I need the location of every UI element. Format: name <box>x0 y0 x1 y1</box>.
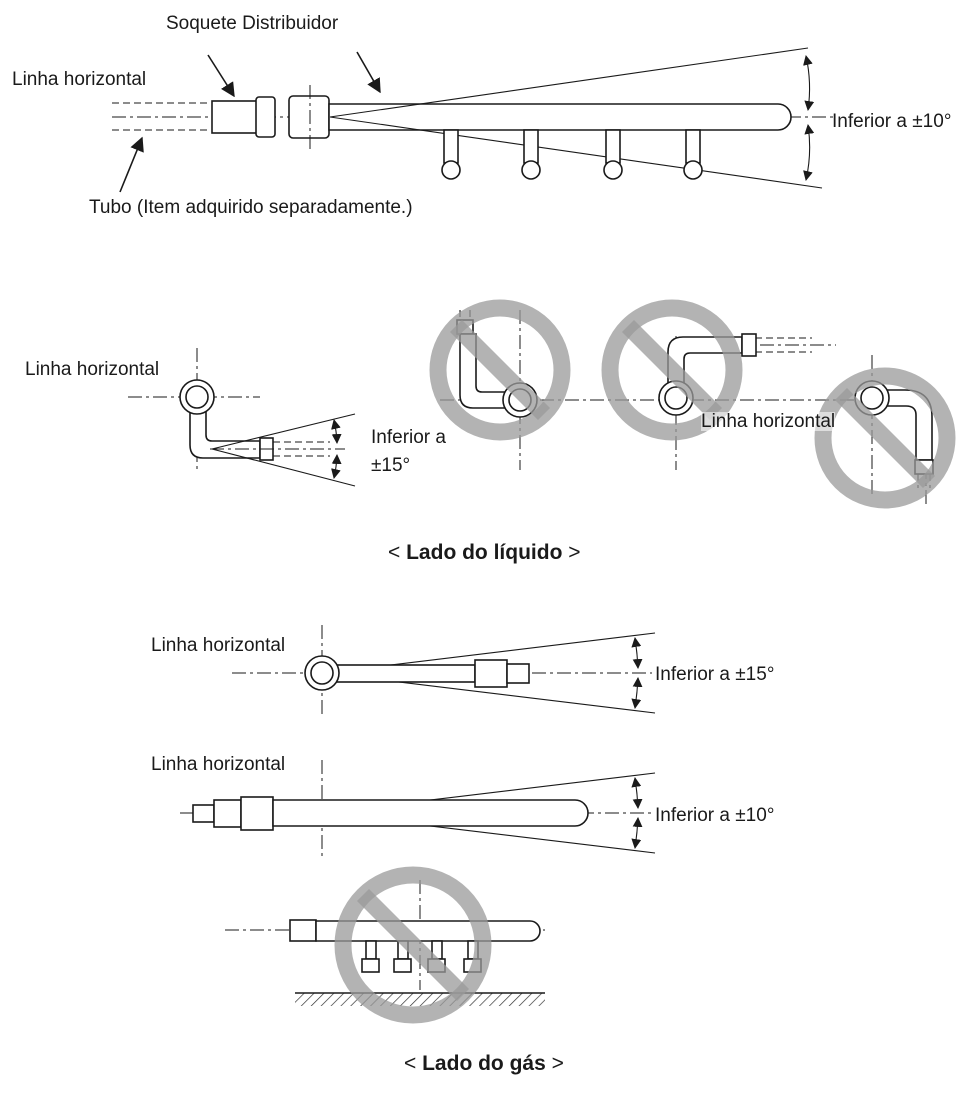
distributor-socket-label: Soquete Distribuidor <box>166 13 339 34</box>
prohibition-sign <box>429 299 571 441</box>
top-leader-distributor <box>356 51 381 94</box>
gas-wrong-example <box>225 866 545 1024</box>
top-angle-line-upper <box>329 47 809 118</box>
liquid-horizontal-line-label-right: Linha horizontal <box>701 411 836 432</box>
prohibition-sign <box>814 367 956 509</box>
gas-side-diagrams <box>180 625 656 1024</box>
liquid-wrong-example-2 <box>601 299 836 470</box>
ground-hatch <box>295 993 545 1006</box>
liquid-wrong-example-1 <box>429 299 870 470</box>
liquid-angle-label-line2: ±15° <box>371 455 411 476</box>
gas-angle-label-2: Inferior a ±10° <box>655 805 775 826</box>
gas-horizontal-line-label-1: Linha horizontal <box>151 635 286 656</box>
top-leader-socket <box>207 54 235 98</box>
gas-correct-example-1 <box>232 625 656 715</box>
liquid-angle-label-line1: Inferior a <box>371 427 446 448</box>
prohibition-sign <box>601 299 743 441</box>
top-angle-arc-lower <box>803 124 815 181</box>
top-angle-label: Inferior a ±10° <box>832 111 952 132</box>
prohibition-sign <box>334 866 492 1024</box>
top-socket-collar <box>255 96 276 138</box>
gas-horizontal-line-label-2: Linha horizontal <box>151 754 286 775</box>
gas-correct-example-2 <box>180 760 656 858</box>
liquid-wrong-example-3 <box>814 355 956 509</box>
top-socket-small <box>211 100 258 134</box>
top-branches <box>441 129 703 180</box>
top-leader-pipe <box>119 136 144 193</box>
liquid-correct-example <box>128 348 356 487</box>
liquid-horizontal-line-label-left: Linha horizontal <box>25 359 160 380</box>
top-distributor-diagram <box>112 47 835 193</box>
top-main-tube <box>328 103 792 131</box>
gas-side-caption: < Lado do gás > <box>404 1052 564 1075</box>
top-angle-line-lower <box>329 116 823 189</box>
liquid-side-caption: < Lado do líquido > <box>388 541 581 564</box>
liquid-side-diagrams <box>128 299 956 509</box>
top-angle-arc-upper <box>803 55 815 111</box>
gas-angle-label-1: Inferior a ±15° <box>655 664 775 685</box>
top-horizontal-line-label: Linha horizontal <box>12 69 147 90</box>
pipe-label: Tubo (Item adquirido separadamente.) <box>89 197 413 218</box>
top-socket-large <box>288 95 330 139</box>
